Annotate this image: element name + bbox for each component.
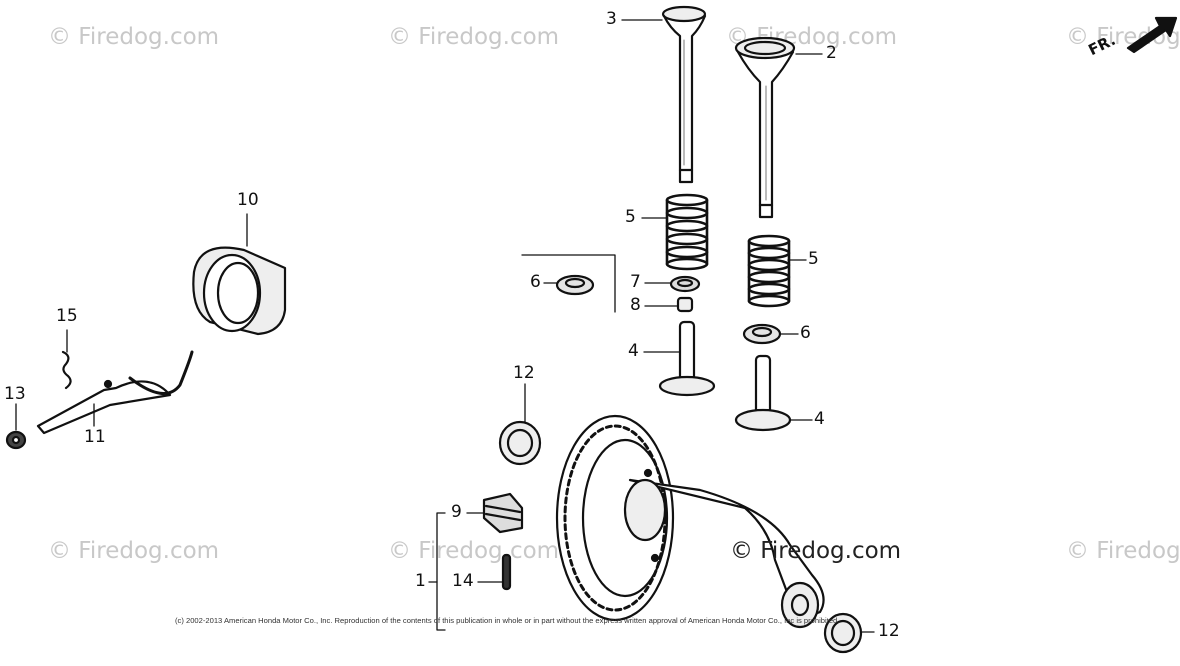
retainer-6-left: [555, 274, 595, 296]
decompressor-weight-9: [482, 492, 524, 534]
valve-2: [734, 36, 796, 219]
governor-arm-11: [36, 350, 194, 435]
clip-15: [61, 350, 72, 390]
callout-10: 10: [237, 190, 259, 210]
callout-5-right: 5: [808, 249, 819, 269]
callout-6-right: 6: [800, 323, 811, 343]
callout-9: 9: [451, 502, 462, 522]
retainer-6-right: [742, 323, 782, 345]
camshaft-gear: [555, 414, 825, 629]
callout-2: 2: [826, 43, 837, 63]
callout-4-right: 4: [814, 409, 825, 429]
valve-collet-8: [676, 296, 694, 313]
washer-12-upper: [498, 420, 542, 466]
callout-5-left: 5: [625, 207, 636, 227]
callout-1: 1: [415, 571, 426, 591]
valve-retainer-7: [669, 275, 701, 293]
callout-3: 3: [606, 9, 617, 29]
callout-14: 14: [452, 571, 474, 591]
washer-12-lower: [823, 612, 863, 654]
valve-3: [661, 5, 707, 184]
callout-11: 11: [84, 427, 106, 447]
valve-spring-left: [665, 193, 709, 271]
washer-13: [5, 430, 27, 450]
front-direction-arrow: [1126, 16, 1178, 54]
callout-15: 15: [56, 306, 78, 326]
tappet-4-left: [658, 320, 716, 397]
watermark-center: © Firedog.com: [730, 538, 902, 564]
callout-12-upper: 12: [513, 363, 535, 383]
callout-12-lower: 12: [878, 621, 900, 641]
oil-seal-10: [192, 246, 287, 336]
callout-6-left: 6: [530, 272, 541, 292]
callout-13: 13: [4, 384, 26, 404]
tappet-4-right: [734, 354, 792, 432]
callout-7: 7: [630, 272, 641, 292]
valve-spring-right: [747, 234, 791, 308]
callout-4-left: 4: [628, 341, 639, 361]
copyright-notice: (c) 2002-2013 American Honda Motor Co., …: [175, 616, 840, 625]
callout-8: 8: [630, 295, 641, 315]
pin-14: [501, 553, 512, 591]
